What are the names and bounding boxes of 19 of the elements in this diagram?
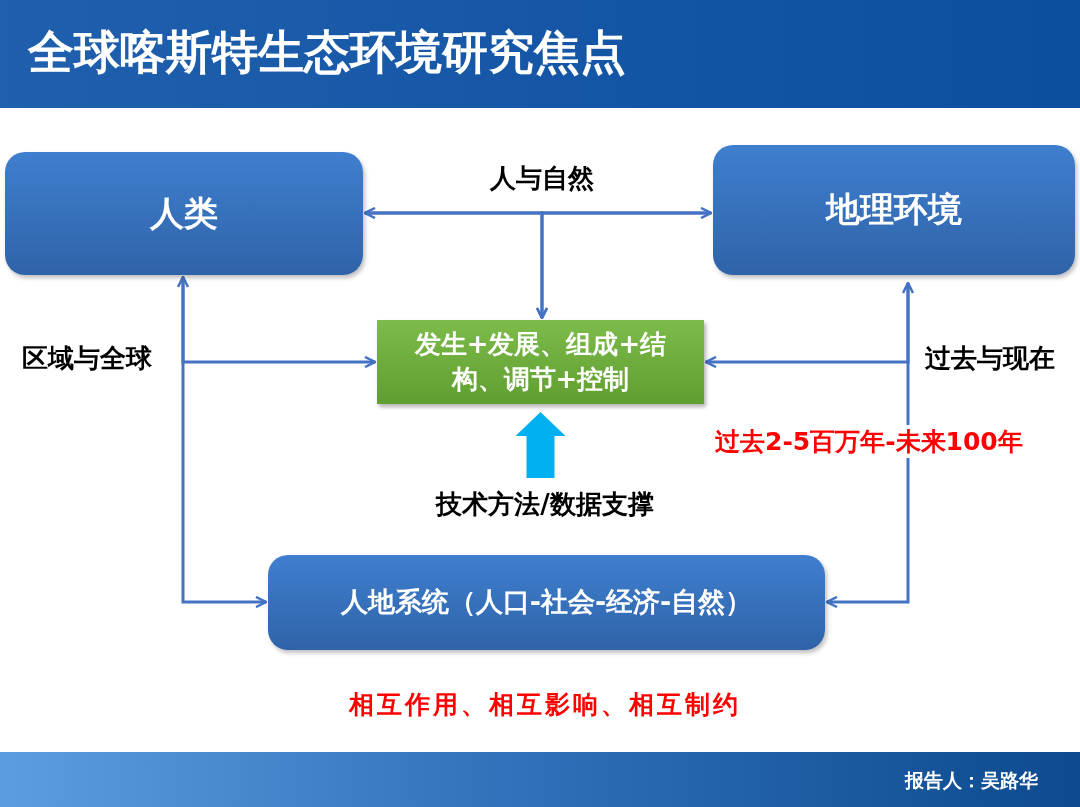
rounded-box: 人地系统（人口-社会-经济-自然）	[268, 555, 825, 650]
node-text: 技术方法/数据支撑	[436, 488, 654, 522]
arrow	[825, 281, 915, 609]
edge-label: 区域与全球	[22, 342, 152, 375]
arrow	[176, 275, 268, 609]
note-text: 相互作用、相互影响、相互制约	[349, 689, 741, 721]
presenter-text: 报告人：吴路华	[905, 768, 1038, 793]
rounded-box: 人类	[5, 152, 363, 275]
block-arrow	[515, 412, 566, 478]
note-text: 过去2-5百万年-未来100年	[713, 425, 1025, 458]
arrow	[535, 211, 711, 320]
rounded-box: 地理环境	[713, 145, 1075, 275]
process-box: 发生+发展、组成+结构、调节+控制	[377, 320, 704, 404]
edge-label: 过去与现在	[925, 342, 1055, 375]
arrow	[704, 283, 910, 369]
arrow	[181, 277, 377, 369]
arrow	[363, 206, 713, 220]
edge-label: 人与自然	[490, 162, 594, 195]
slide-title: 全球喀斯特生态环境研究焦点	[28, 24, 626, 81]
